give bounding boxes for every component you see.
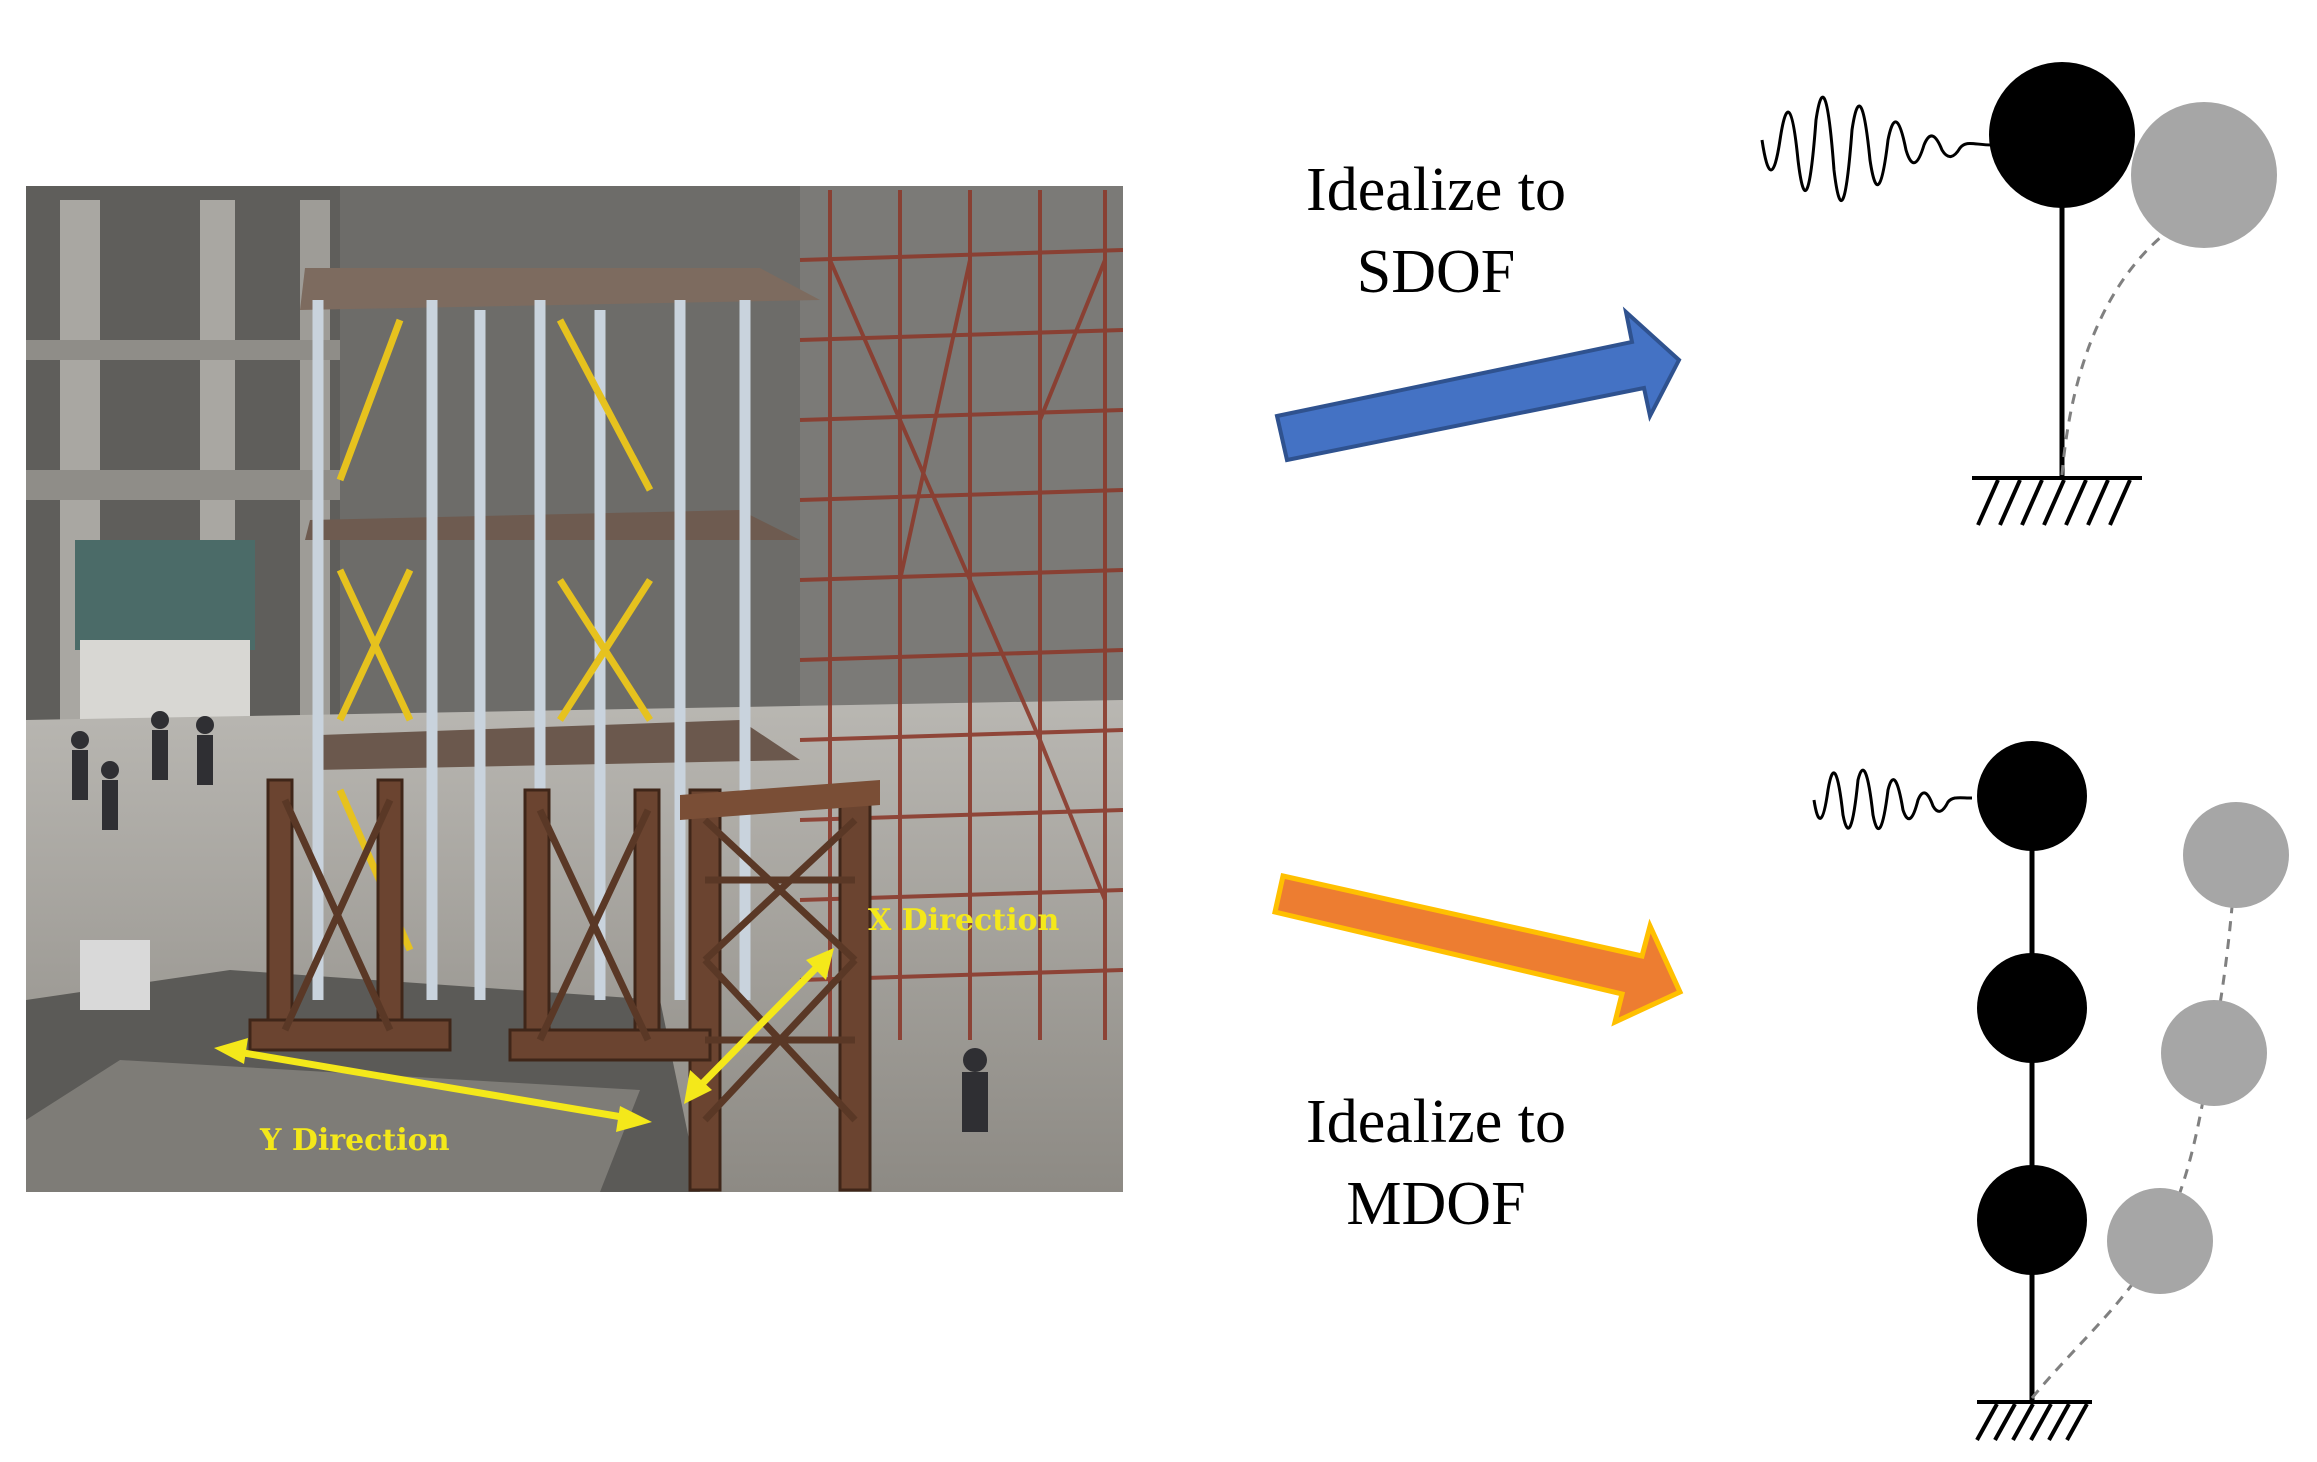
mdof-deformed-mass-middle bbox=[2161, 1000, 2267, 1106]
mdof-mass-middle bbox=[1977, 953, 2087, 1063]
mdof-mass-bottom bbox=[1977, 1165, 2087, 1275]
y-direction-label: Y Direction bbox=[259, 1123, 450, 1158]
mdof-arrow bbox=[1272, 873, 1684, 1027]
sdof-fixed-support bbox=[1972, 476, 2142, 526]
mdof-deformed-mass-top bbox=[2183, 802, 2289, 908]
sdof-deformed-shape bbox=[2060, 223, 2177, 476]
test-specimen-photo: X Direction Y Direction bbox=[26, 186, 1123, 1192]
x-direction-arrow bbox=[684, 948, 834, 1104]
sdof-mass bbox=[1989, 62, 2135, 208]
y-direction-arrow bbox=[214, 1038, 652, 1132]
sdof-idealization: Idealize to SDOF bbox=[1274, 156, 1682, 463]
x-direction-label: X Direction bbox=[868, 903, 1060, 938]
mdof-ground-motion-wave bbox=[1812, 768, 1973, 831]
sdof-label-line2: SDOF bbox=[1357, 238, 1516, 306]
sdof-ground-motion-wave bbox=[1760, 95, 1993, 203]
sdof-deformed-mass bbox=[2131, 102, 2277, 248]
steel-frame bbox=[300, 268, 820, 1000]
sdof-model bbox=[1760, 62, 2277, 526]
reaction-supports bbox=[248, 778, 872, 1192]
mdof-mass-top bbox=[1977, 741, 2087, 851]
sdof-label-line1: Idealize to bbox=[1306, 156, 1566, 224]
mdof-deformed-mass-bottom bbox=[2107, 1188, 2213, 1294]
mdof-fixed-support bbox=[1975, 1400, 2092, 1441]
mdof-idealization: Idealize to MDOF bbox=[1272, 873, 1684, 1238]
sdof-arrow bbox=[1274, 306, 1682, 463]
mdof-deformed-shape bbox=[2030, 869, 2237, 1399]
mdof-label-line1: Idealize to bbox=[1306, 1088, 1566, 1156]
mdof-label-line2: MDOF bbox=[1346, 1170, 1525, 1238]
mdof-model bbox=[1812, 741, 2289, 1441]
